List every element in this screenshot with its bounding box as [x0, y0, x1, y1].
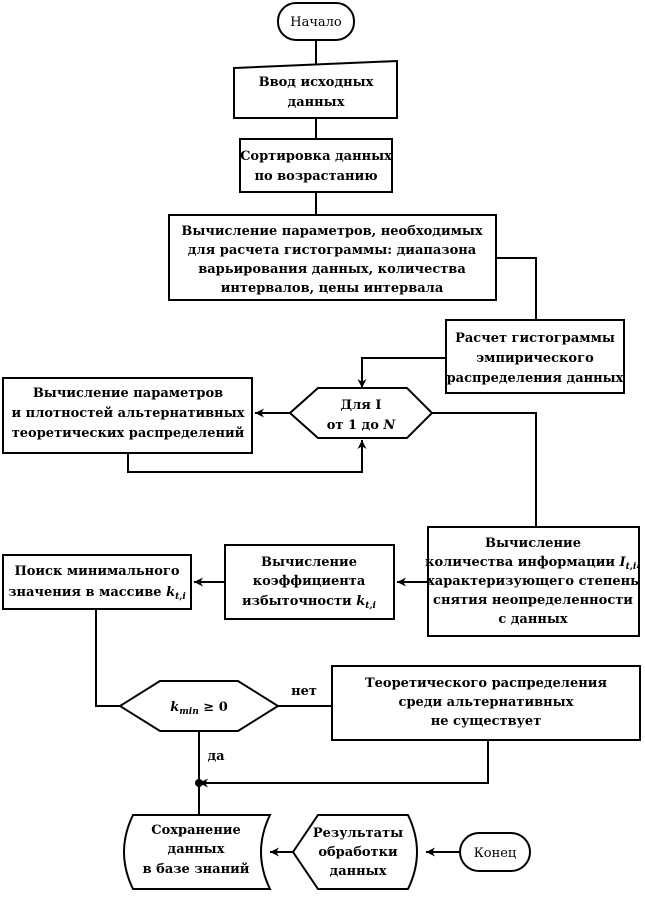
- minsearch-var-k: k: [166, 585, 175, 600]
- junction-dot: [195, 779, 203, 787]
- connector-alt-loop: [127, 440, 367, 473]
- input-line-2: данных: [288, 95, 345, 110]
- params-line-2: для расчета гистограммы: диапазона: [188, 243, 477, 258]
- connectors: [95, 40, 537, 857]
- histogram-line-1: Расчет гистограммы: [455, 331, 615, 346]
- minsearch-line-2-prefix: значения в массиве: [8, 585, 166, 600]
- results-line-3: данных: [330, 864, 387, 879]
- loop-line-2-prefix: от 1 до: [327, 418, 384, 433]
- redundancy-line-3: избыточности kt,i: [242, 594, 377, 611]
- results-line-1: Результаты: [313, 826, 403, 841]
- sort-block: Сортировка данных по возрастанию: [239, 138, 393, 193]
- minsearch-sub: t,i: [175, 592, 186, 602]
- params-line-4: интервалов, цены интервала: [221, 281, 444, 296]
- sort-line-1: Сортировка данных: [240, 149, 392, 164]
- save-block: Сохранение данных в базе знаний: [123, 814, 272, 890]
- none-block: Теоретического распределения среди альте…: [331, 665, 641, 741]
- save-line-1: Сохранение: [151, 823, 241, 838]
- info-line-2: количества информации It,i,: [425, 555, 641, 572]
- alt-line-3: теоретических распределений: [12, 426, 245, 441]
- none-line-3: не существует: [431, 714, 542, 729]
- start-label: Начало: [290, 15, 342, 30]
- info-line-2-prefix: количества информации: [425, 555, 619, 570]
- redundancy-sub: t,i: [365, 601, 376, 611]
- info-line-3: характеризующего степень: [427, 574, 639, 589]
- params-line-3: варьирования данных, количества: [198, 262, 466, 277]
- minsearch-line-1: Поиск минимального: [14, 564, 179, 579]
- no-label: нет: [291, 684, 317, 699]
- condition-text: kmin ≥ 0: [170, 700, 228, 717]
- alt-block: Вычисление параметров и плотностей альте…: [2, 377, 253, 454]
- yes-label: да: [207, 749, 225, 764]
- condition-block: kmin ≥ 0: [118, 680, 280, 732]
- loop-block: Для I от 1 до N: [288, 387, 434, 439]
- histogram-block: Расчет гистограммы эмпирического распред…: [445, 319, 625, 394]
- connector-loop-info: [432, 412, 537, 527]
- start-terminator: Начало: [277, 2, 355, 41]
- save-line-2: данных: [168, 842, 225, 857]
- save-line-3: в базе знаний: [143, 862, 250, 877]
- info-block: Вычисление количества информации It,i, х…: [425, 526, 641, 637]
- histogram-line-3: распределения данных: [447, 371, 624, 386]
- input-block: Ввод исходных данных: [233, 59, 398, 119]
- connector-none-join: [199, 740, 489, 788]
- loop-line-2: от 1 до N: [327, 418, 397, 433]
- condition-sub: min: [179, 707, 199, 717]
- params-line-1: Вычисление параметров, необходимых: [181, 224, 483, 239]
- redundancy-var-k: k: [356, 594, 365, 609]
- info-line-5: с данных: [498, 612, 568, 627]
- info-var-i: I: [619, 555, 627, 570]
- redundancy-line-3-prefix: избыточности: [242, 594, 356, 609]
- minsearch-line-2: значения в массиве kt,i: [8, 585, 186, 602]
- none-line-1: Теоретического распределения: [365, 676, 607, 691]
- histogram-line-2: эмпирического: [476, 351, 594, 366]
- condition-var-k: k: [170, 700, 179, 715]
- minsearch-block: Поиск минимального значения в массиве kt…: [2, 554, 192, 610]
- end-terminator: Конец: [459, 832, 531, 872]
- connector-params-histogram: [496, 257, 537, 320]
- results-block: Результаты обработки данных: [291, 814, 418, 890]
- loop-line-1: Для I: [341, 398, 382, 413]
- info-suffix: ,: [636, 555, 641, 570]
- alt-line-2: и плотностей альтернативных: [12, 406, 245, 421]
- params-block: Вычисление параметров, необходимых для р…: [168, 214, 497, 301]
- info-line-1: Вычисление: [485, 536, 581, 551]
- condition-rest: ≥ 0: [199, 700, 228, 715]
- loop-var-n: N: [382, 418, 396, 433]
- input-line-1: Ввод исходных: [259, 75, 374, 90]
- info-sub: t,i: [626, 562, 637, 572]
- connector-minsearch-condition: [95, 609, 120, 707]
- info-line-4: снятия неопределенности: [433, 593, 633, 608]
- redundancy-block: Вычисление коэффициента избыточности kt,…: [224, 544, 395, 620]
- sort-line-2: по возрастанию: [254, 169, 377, 184]
- alt-line-1: Вычисление параметров: [33, 386, 223, 401]
- redundancy-line-1: Вычисление: [261, 555, 357, 570]
- redundancy-line-2: коэффициента: [253, 574, 366, 589]
- connector-histogram-loop: [357, 357, 446, 388]
- end-label: Конец: [474, 846, 517, 861]
- results-line-2: обработки: [318, 845, 398, 860]
- none-line-2: среди альтернативных: [399, 695, 574, 710]
